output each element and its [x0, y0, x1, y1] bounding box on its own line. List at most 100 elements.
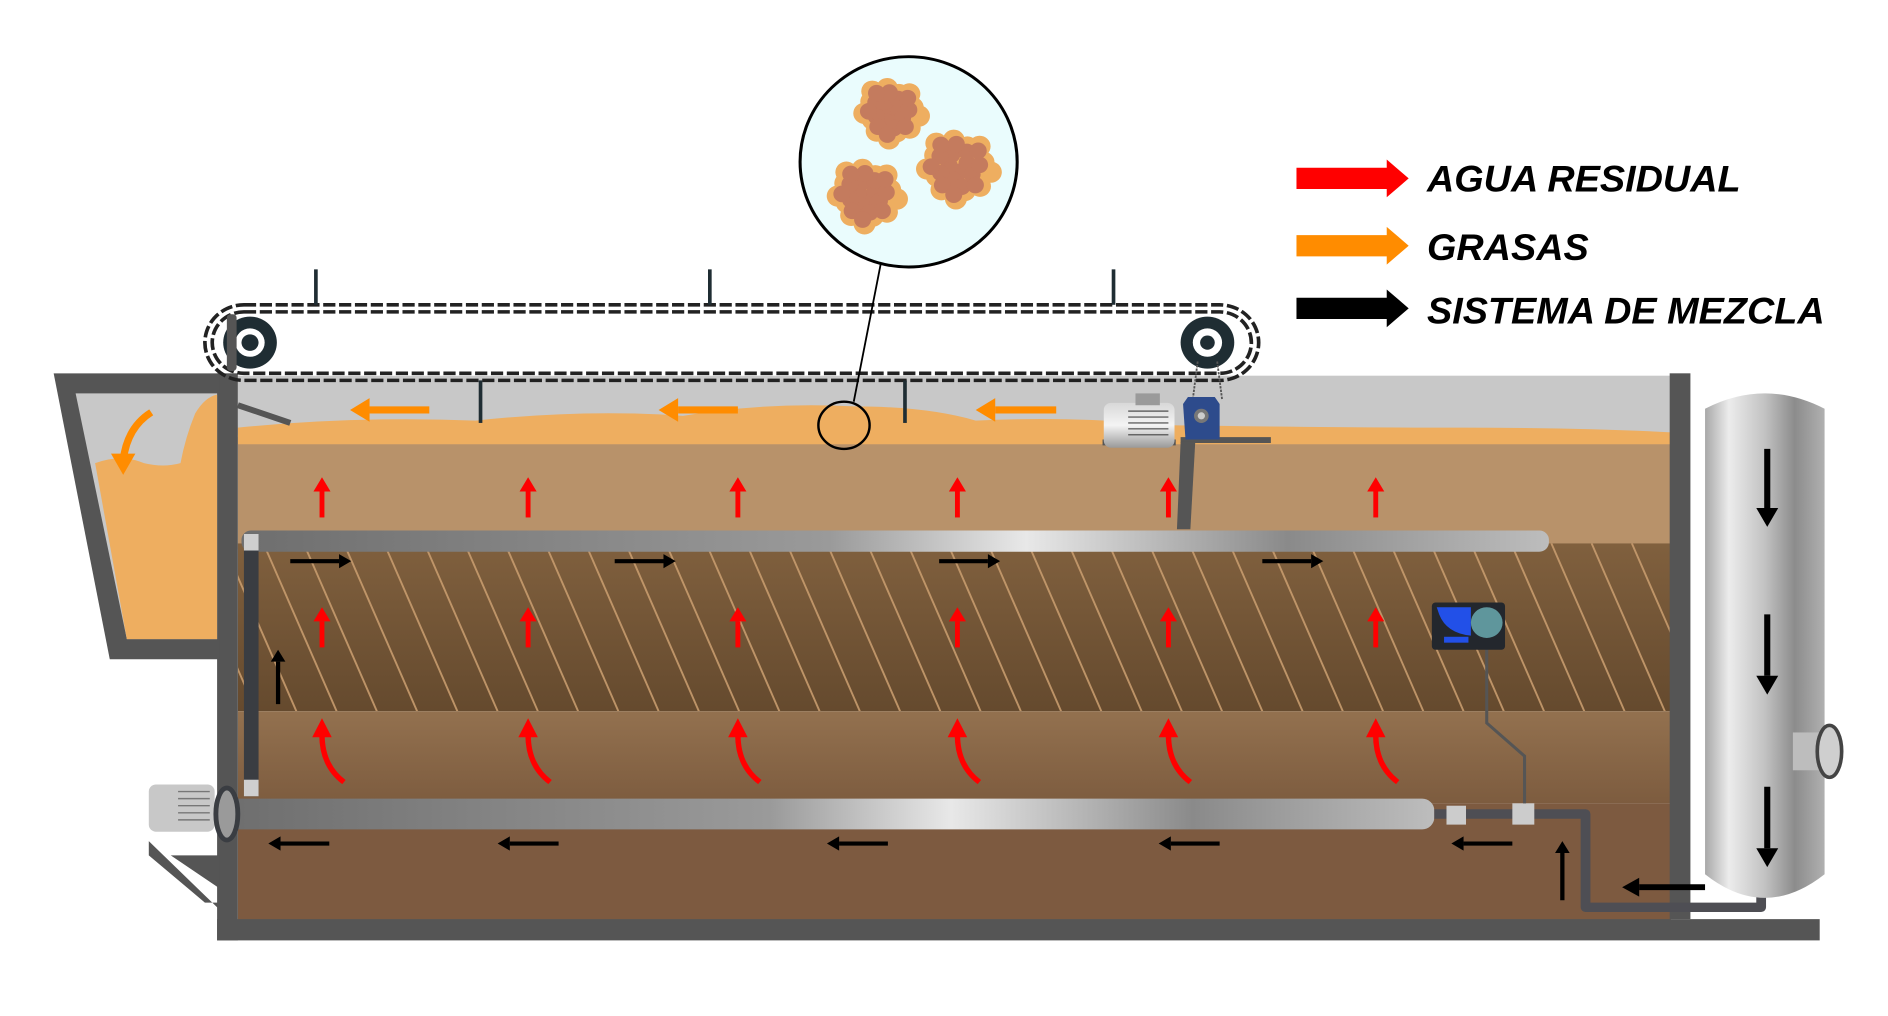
left-sprocket-icon — [223, 314, 277, 371]
mixing-streak — [866, 543, 942, 712]
upper-distribution-pipe — [241, 530, 1549, 552]
wastewater-curved-arrow — [1365, 718, 1400, 785]
grease-hopper — [53, 373, 292, 660]
mixing-streak — [423, 543, 499, 712]
skimmer-ramp — [236, 402, 292, 426]
grease-arrow — [350, 398, 430, 422]
legend-label: GRASAS — [1427, 226, 1589, 267]
legend-label: SISTEMA DE MEZCLA — [1427, 290, 1825, 331]
wastewater-arrow — [313, 607, 331, 648]
tank-interior — [237, 375, 1671, 922]
pressure-vessel — [1705, 393, 1844, 898]
magnifier — [798, 55, 1019, 451]
mixing-streak — [987, 543, 1062, 712]
mixing-streak — [1469, 543, 1545, 712]
tank-floor — [217, 919, 1820, 941]
conveyor-chain — [203, 303, 1261, 383]
fat-floc — [853, 77, 930, 150]
mixing-streak — [906, 543, 982, 712]
mixing-streak — [1550, 543, 1626, 712]
mixing-streak — [826, 543, 901, 712]
orange-arrow-icon — [1296, 226, 1409, 265]
wastewater-arrow — [729, 607, 747, 648]
mixing-streak — [262, 543, 338, 712]
mixing-arrow — [1262, 554, 1324, 569]
wastewater-curved-arrow — [312, 718, 346, 785]
left-wall — [217, 373, 238, 941]
wastewater-arrow — [1367, 607, 1385, 648]
wastewater-arrow — [1367, 477, 1385, 518]
mixing-arrow — [270, 649, 286, 705]
mixing-streak — [1067, 543, 1143, 712]
mixing-streak — [463, 543, 539, 712]
hopper-grease — [95, 394, 218, 640]
skimmer-conveyor — [203, 269, 1261, 423]
legend-label: AGUA RESIDUAL — [1426, 158, 1741, 199]
mixing-arrow — [290, 554, 352, 569]
legend-item-sistema-de-mezcla: SISTEMA DE MEZCLA — [1296, 289, 1825, 332]
recirculation-line — [1434, 809, 1767, 913]
mixing-streak — [1510, 543, 1586, 712]
mixing-arrow — [1756, 786, 1779, 868]
mixing-streak — [1107, 543, 1183, 712]
mixing-streak — [504, 543, 580, 712]
mixing-streak — [1148, 543, 1223, 712]
mixing-streak — [343, 543, 419, 712]
mixing-streaks — [237, 543, 1671, 712]
mixing-arrow — [939, 554, 1001, 569]
mixing-streak — [785, 543, 861, 712]
mixing-arrow — [1756, 614, 1779, 695]
red-arrow-icon — [1296, 159, 1409, 198]
grease-arrow — [658, 398, 738, 422]
wastewater-arrow — [519, 477, 537, 518]
mixing-streak — [1389, 543, 1465, 712]
mixing-arrow — [497, 836, 559, 851]
piping — [226, 530, 1767, 913]
mixing-streak — [1630, 543, 1671, 636]
mixing-streak — [624, 543, 700, 712]
grease-layer — [237, 405, 1671, 445]
wastewater-curved-arrow — [1158, 718, 1193, 785]
lower-return-pipe — [226, 798, 1435, 830]
wastewater-arrow — [1159, 477, 1177, 518]
legend: AGUA RESIDUAL GRASAS SISTEMA DE MEZCLA — [1296, 158, 1825, 332]
motor-support — [1176, 441, 1196, 530]
mixing-arrow — [1158, 836, 1220, 851]
mixing-streak — [946, 543, 1022, 712]
dosing-line — [1485, 637, 1527, 804]
mixing-streak — [1268, 543, 1344, 712]
wastewater-curved-arrow — [947, 718, 982, 785]
vessel-nozzle — [1815, 723, 1844, 780]
wastewater-arrow — [313, 477, 331, 518]
legend-item-agua-residual: AGUA RESIDUAL — [1296, 158, 1741, 199]
mixing-streak — [544, 543, 620, 712]
recirculation-pump — [148, 784, 241, 843]
mixing-streak — [383, 543, 459, 712]
legend-item-grasas: GRASAS — [1296, 226, 1589, 268]
mixing-streak — [1349, 543, 1425, 712]
black-arrow-icon — [1296, 289, 1409, 328]
mixing-streak — [745, 543, 821, 712]
mixing-arrow — [1451, 836, 1513, 851]
mixing-streak — [665, 543, 740, 712]
wastewater-arrow — [948, 477, 966, 518]
mixing-streak — [584, 543, 660, 712]
mixing-streak — [1027, 543, 1103, 712]
mixing-streak — [1188, 543, 1264, 712]
mixing-arrow — [826, 836, 888, 851]
wastewater-arrow — [729, 477, 747, 518]
dosing-pump — [1431, 602, 1506, 650]
flow-arrows — [268, 398, 1779, 901]
drive-motor — [1102, 393, 1271, 530]
right-sprocket-icon — [1180, 316, 1235, 369]
mixing-arrow — [1555, 841, 1570, 901]
grease-arrow — [975, 398, 1057, 422]
mixing-streak — [1308, 543, 1384, 712]
mixing-arrow — [614, 554, 676, 569]
wastewater-curved-arrow — [518, 718, 552, 785]
mixing-arrow — [1756, 448, 1779, 527]
mixing-streak — [1228, 543, 1304, 712]
magnifier-pointer — [852, 264, 882, 402]
magnified-spot — [817, 400, 871, 451]
